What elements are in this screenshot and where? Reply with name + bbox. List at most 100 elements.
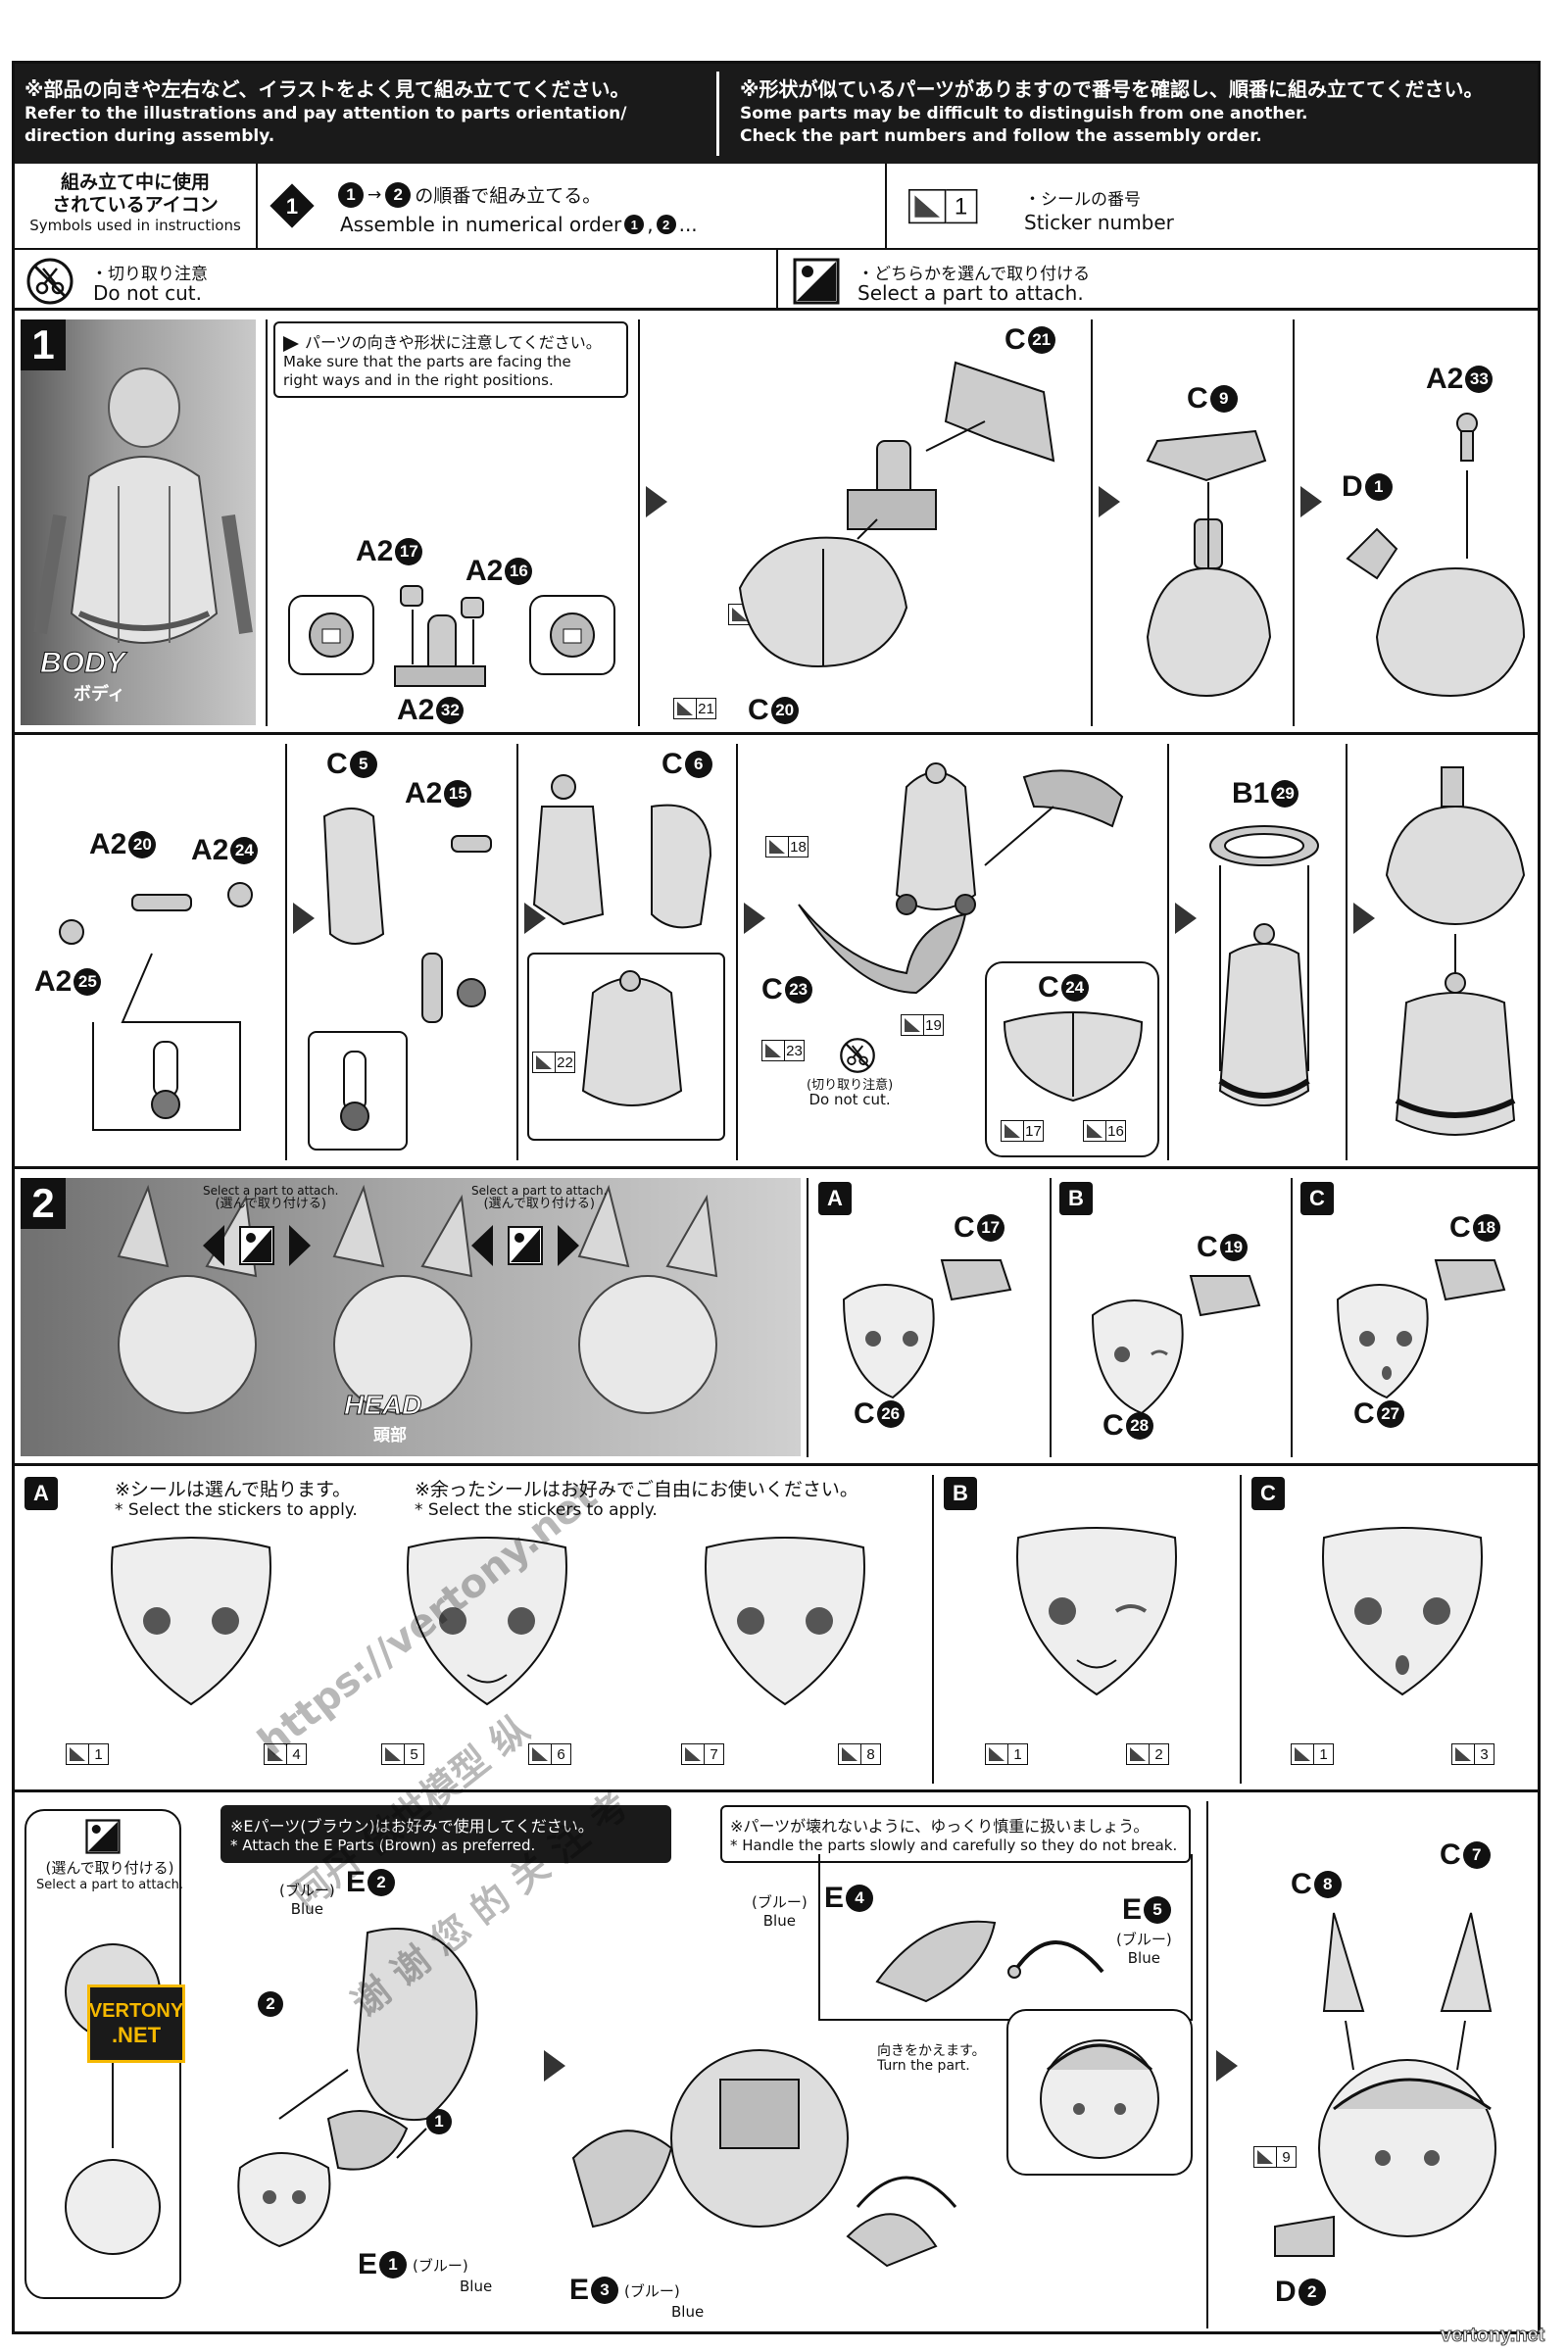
label-a2-15-num: 15	[444, 780, 472, 808]
face-a2-illustration	[407, 1537, 567, 1706]
no-cut-icon	[24, 256, 75, 307]
hair-option-faces-illustration	[65, 1943, 161, 2255]
stickers-note-en2: * Select the stickers to apply.	[415, 1500, 658, 1520]
step-arrow	[1175, 903, 1197, 934]
order-badge-1: 1	[338, 181, 364, 208]
label-d2-letter: D	[1275, 2276, 1297, 2308]
vertony-logo: VERTONY .NET	[87, 1984, 185, 2063]
order-en-comma: ,	[647, 213, 654, 236]
e-parts-assembly-illustration	[237, 1928, 478, 2248]
handle-care-note-en: * Handle the parts slowly and carefully …	[730, 1837, 1178, 1854]
label-c24-letter: C	[1038, 971, 1059, 1004]
footer-watermark: vertony.net	[1440, 2325, 1545, 2347]
symbols-title: 組み立て中に使用 されているアイコン Symbols used in instr…	[15, 164, 258, 248]
face-b-illustration	[1091, 1275, 1261, 1415]
orientation-caution-en2: right ways and in the right positions.	[283, 371, 554, 389]
step-arrow	[1300, 486, 1322, 517]
select-en: Select a part to attach.	[858, 281, 1084, 305]
sticker-9-icon	[1253, 2146, 1277, 2168]
handle-bracket-right	[1191, 1854, 1193, 2021]
select-tag-2-jp: (選んで取り付ける)	[483, 1197, 595, 1211]
orientation-note-jp: ※部品の向きや左右など、イラストをよく見て組み立ててください。	[24, 77, 630, 101]
orientation-caution-jp-text: パーツの向きや形状に注意してください。	[305, 333, 602, 352]
body-title-en: BODY	[40, 647, 126, 680]
sticker-16-icon	[1083, 1120, 1106, 1142]
label-e3-letter: E	[569, 2274, 590, 2306]
header-notes: ※部品の向きや左右など、イラストをよく見て組み立ててください。 Refer to…	[15, 64, 1538, 164]
e4-e5-illustration	[875, 1920, 1104, 2003]
sticker-option-a-label: A	[24, 1477, 58, 1510]
label-c17-letter: C	[954, 1211, 975, 1244]
sticker-c-right-num: 3	[1475, 1743, 1494, 1765]
step-arrow	[524, 903, 546, 934]
step2-band-3: (選んで取り付ける) Select a part to attach. ※Eパー…	[15, 1795, 1538, 2331]
step-arrow	[646, 486, 667, 517]
order-jp: の順番で組み立てる。	[415, 185, 602, 207]
label-e2-num: 2	[368, 1869, 396, 1896]
sticker-22-num: 22	[556, 1052, 575, 1073]
step1-divider-e	[285, 744, 287, 1160]
label-a2-24-num: 24	[230, 837, 259, 864]
label-d1-num: 1	[1364, 473, 1393, 501]
label-a2-32-num: 32	[436, 697, 465, 724]
orientation-note-en1: Refer to the illustrations and pay atten…	[24, 104, 627, 123]
face-a3-illustration	[705, 1537, 865, 1706]
face-c-surprise-illustration	[1322, 1527, 1483, 1696]
select-part-icon	[791, 256, 842, 307]
label-e1-letter: E	[358, 2248, 378, 2280]
order-diamond-icon: 1	[268, 181, 317, 230]
sticker-a3-left-icon	[681, 1743, 705, 1765]
torso-assembly-illustration	[738, 361, 1055, 668]
sticker-option-c-label: C	[1251, 1477, 1285, 1510]
label-a2-33-num: 33	[1465, 366, 1494, 393]
sticker-a1-right: 4	[264, 1743, 307, 1765]
label-c18-letter: C	[1449, 1211, 1471, 1244]
label-c21-num: 21	[1027, 326, 1055, 354]
step3-divider-a	[1206, 1801, 1208, 2328]
b1-29-assembly-illustration	[1209, 825, 1319, 1106]
label-c5-letter: C	[326, 748, 348, 780]
select-arrows-icon	[471, 1221, 579, 1270]
sticker-symbol: 1	[908, 189, 978, 224]
sticker-a2-right: 6	[528, 1743, 571, 1765]
handle-bracket-bottom	[818, 2019, 1193, 2021]
order-instruction: 1 → 2 の順番で組み立てる。	[338, 181, 601, 208]
label-c8-letter: C	[1291, 1868, 1312, 1900]
e5-color-caption-en: Blue	[1127, 1949, 1160, 1967]
body-photo: BODY ボディ	[21, 319, 256, 725]
no-cut-en: Do not cut.	[93, 281, 202, 305]
label-e4-num: 4	[846, 1885, 874, 1912]
sticker-19-icon	[901, 1014, 924, 1036]
vertony-logo-line1: VERTONY	[88, 1999, 184, 2022]
e2-color-caption: (ブルー) Blue	[279, 1880, 335, 1918]
sticker-a3-right-icon	[838, 1743, 861, 1765]
label-a2-15-letter: A2	[405, 777, 443, 809]
label-a2-20-letter: A2	[89, 828, 127, 860]
body-title: BODY ボディ	[40, 647, 126, 706]
sticker-symbol-number: 1	[946, 189, 978, 224]
label-e5-num: 5	[1144, 1896, 1172, 1924]
similar-parts-note: ※形状が似ているパーツがありますので番号を確認し、順番に組み立ててください。 S…	[740, 74, 1483, 147]
stickers-note-en1: * Select the stickers to apply.	[115, 1500, 358, 1520]
select-tag-1-jp: (選んで取り付ける)	[215, 1197, 326, 1211]
sticker-en: Sticker number	[1024, 211, 1174, 234]
label-c5-num: 5	[349, 751, 377, 778]
sticker-22-icon	[532, 1052, 556, 1073]
sticker-23: 23	[761, 1040, 805, 1061]
sticker-18: 18	[765, 836, 808, 858]
e3-color-jp: (ブルー)	[624, 2281, 680, 2300]
label-c26-num: 26	[876, 1400, 905, 1428]
orientation-note-en2: direction during assembly.	[24, 126, 275, 146]
step2-divider-a	[807, 1178, 808, 1457]
step-arrow	[1353, 903, 1375, 934]
step1-number: 1	[21, 319, 66, 370]
label-b1-29-letter: B1	[1232, 777, 1270, 809]
